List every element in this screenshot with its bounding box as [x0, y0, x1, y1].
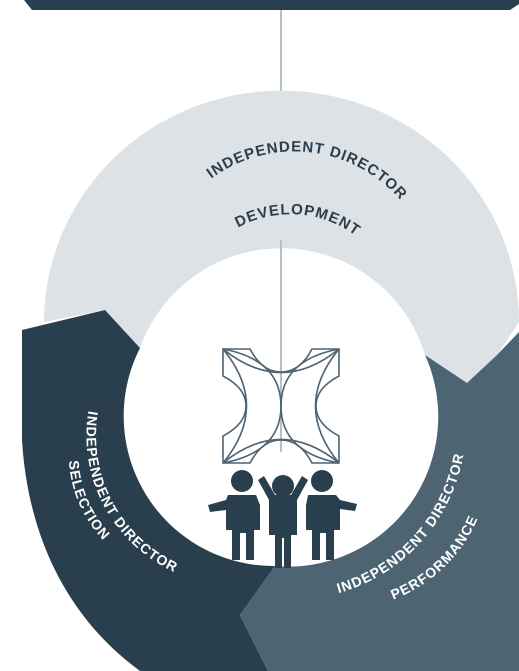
people-group-icon	[208, 470, 357, 568]
segment-selection	[22, 310, 275, 671]
segment-performance	[240, 332, 519, 671]
top-bar	[24, 0, 519, 10]
segment-development	[44, 90, 519, 383]
logo-cross-icon	[222, 348, 340, 464]
